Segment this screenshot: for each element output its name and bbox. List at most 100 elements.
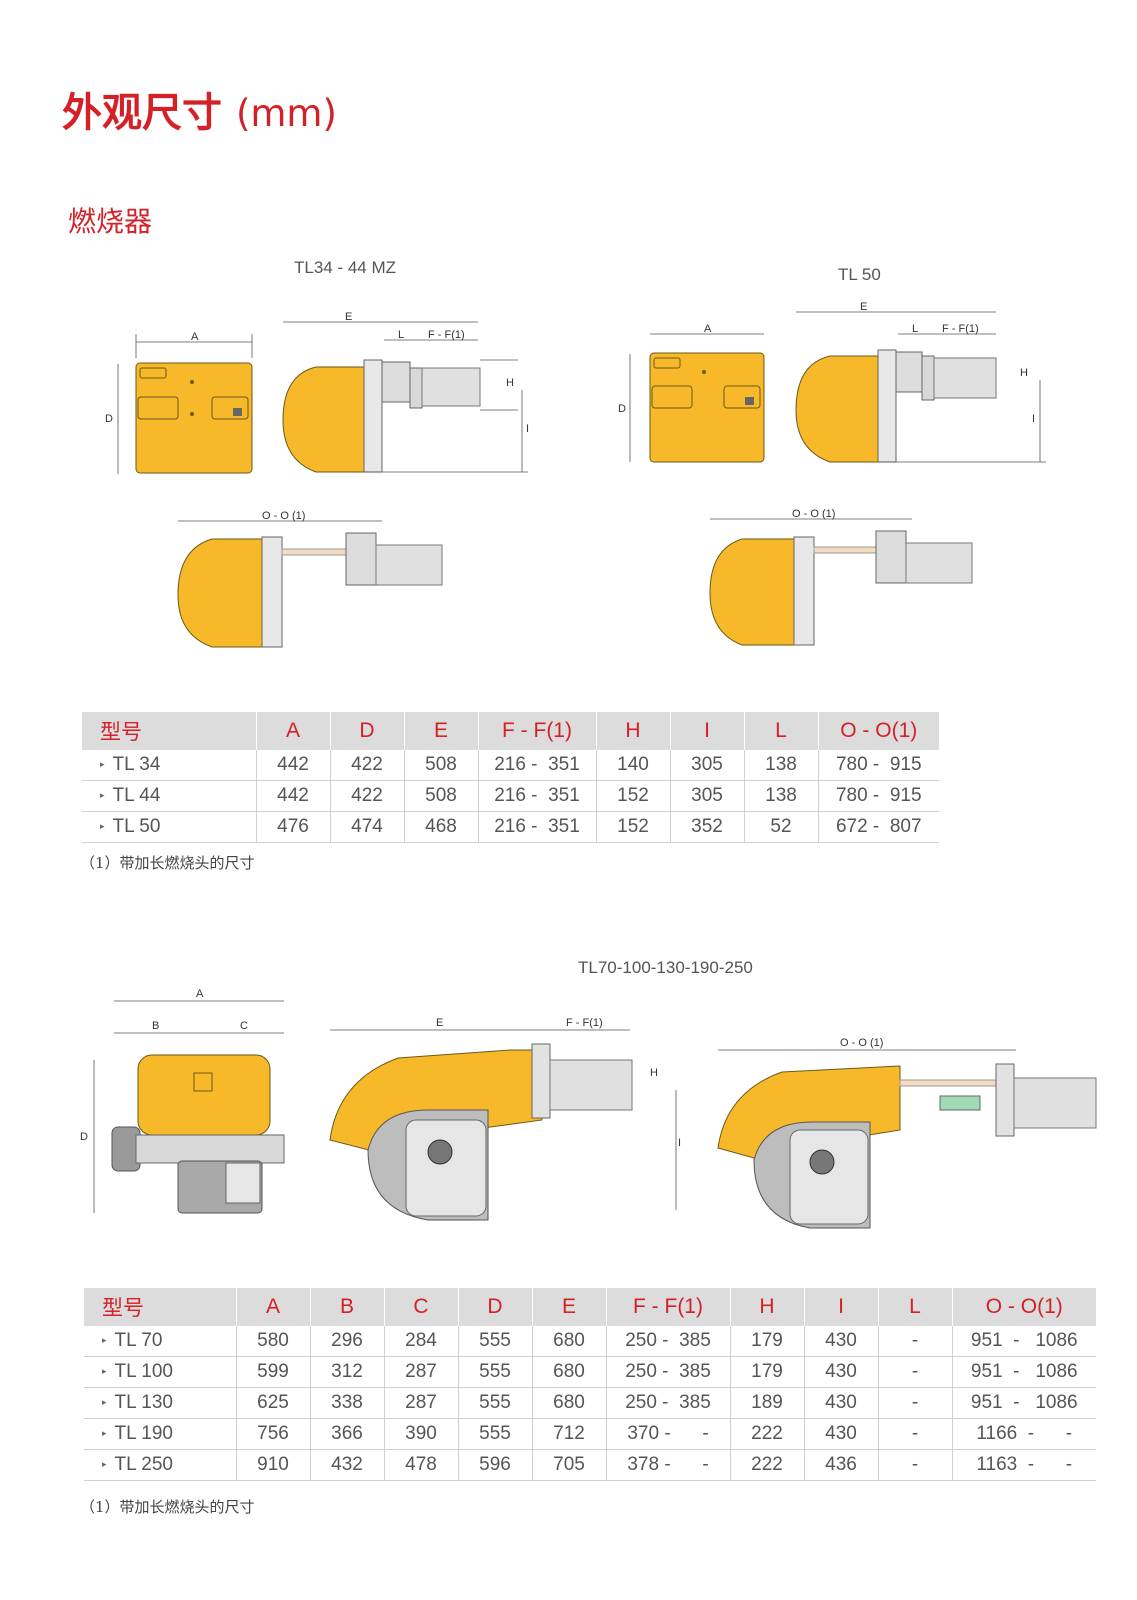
cell: - [878,1387,953,1419]
dim-label-d-tl50: D [618,403,626,415]
cell: 442 [256,780,331,812]
tl70-side-view-drawing: E F - F(1) H I [329,1017,681,1221]
bullet-triangle-icon: ▸ [102,1335,107,1346]
table-header-row: 型号 A D E F - F(1) H I L O - O(1) [82,712,939,750]
cell: 436 [804,1449,879,1481]
cell: - [878,1418,953,1450]
cell: 305 [670,780,745,812]
section-title: 燃烧器 [68,205,153,238]
dim-label-ff-tl50: F - F(1) [942,323,979,335]
cell: 910 [236,1449,311,1481]
cell: 422 [330,780,405,812]
header-model: 型号 [82,712,257,750]
cell: 138 [744,750,819,781]
header-l: L [744,712,819,750]
cell: 284 [384,1326,459,1357]
cell: - [878,1449,953,1481]
cell-model: ▸TL 250 [84,1449,237,1481]
cell: 216 - 351 [478,750,597,781]
cell: 756 [236,1418,311,1450]
cell: 250 - 385 [606,1326,731,1357]
dim-label-h: H [506,377,514,389]
header-b: B [310,1288,385,1326]
cell: 468 [404,811,479,843]
spec-table-tl34-50: 型号 A D E F - F(1) H I L O - O(1) ▸TL 34 … [82,712,939,843]
header-oo: O - O(1) [818,712,939,750]
cell-model: ▸TL 70 [84,1326,237,1357]
dim-label-i-tl70: I [678,1137,681,1149]
dim-label-a-tl50: A [704,323,712,335]
dim-label-d: D [105,413,113,425]
cell: 422 [330,750,405,781]
header-d: D [458,1288,533,1326]
header-ff: F - F(1) [478,712,597,750]
footnote-extended-head: （1）带加长燃烧头的尺寸 [80,854,255,872]
cell: 296 [310,1326,385,1357]
dim-label-b: B [152,1020,159,1032]
header-d: D [330,712,405,750]
cell: 189 [730,1387,805,1419]
dim-label-c: C [240,1020,248,1032]
cell: 555 [458,1356,533,1388]
page-title: 外观尺寸 (mm) [62,90,337,136]
page-title-unit: (mm) [235,92,337,135]
cell: 430 [804,1418,879,1450]
dim-label-oo: O - O (1) [262,510,305,522]
bullet-triangle-icon: ▸ [102,1428,107,1439]
cell: 216 - 351 [478,780,597,812]
cell: 216 - 351 [478,811,597,843]
dim-label-oo-tl70: O - O (1) [840,1037,883,1049]
cell: 580 [236,1326,311,1357]
header-i: I [804,1288,879,1326]
bullet-triangle-icon: ▸ [102,1366,107,1377]
cell: 138 [744,780,819,812]
bullet-triangle-icon: ▸ [100,821,105,832]
cell: 152 [596,811,671,843]
dim-label-e-tl70: E [436,1017,443,1029]
cell: 599 [236,1356,311,1388]
cell: 352 [670,811,745,843]
header-ff: F - F(1) [606,1288,731,1326]
dim-label-i: I [526,423,529,435]
cell-model: ▸TL 50 [82,811,257,843]
cell: - [878,1356,953,1388]
header-c: C [384,1288,459,1326]
header-i: I [670,712,745,750]
cell: 140 [596,750,671,781]
dim-label-d-tl70: D [80,1131,88,1143]
dim-label-a-tl70: A [196,988,204,1000]
cell: 680 [532,1387,607,1419]
bullet-triangle-icon: ▸ [100,790,105,801]
tl34-front-view-drawing: A D [105,331,253,474]
footnote-extended-head-2: （1）带加长燃烧头的尺寸 [80,1498,255,1516]
tl34-extended-head-drawing: O - O (1) [177,510,443,648]
header-a: A [236,1288,311,1326]
dim-label-l: L [398,329,404,341]
cell: 287 [384,1387,459,1419]
cell-model: ▸TL 190 [84,1418,237,1450]
cell: 222 [730,1449,805,1481]
cell: 680 [532,1356,607,1388]
bullet-triangle-icon: ▸ [102,1459,107,1470]
cell: 250 - 385 [606,1387,731,1419]
cell-model: ▸TL 100 [84,1356,237,1388]
cell: 179 [730,1356,805,1388]
cell: 179 [730,1326,805,1357]
dim-label-h-tl50: H [1020,367,1028,379]
cell: 712 [532,1418,607,1450]
cell: 951 - 1086 [952,1387,1096,1419]
cell: 555 [458,1418,533,1450]
figure-label-tl34-44: TL34 - 44 MZ [294,258,397,277]
header-e: E [532,1288,607,1326]
dim-label-oo-tl50: O - O (1) [792,508,835,520]
tl50-extended-head-drawing: O - O (1) [709,508,973,646]
cell: 508 [404,780,479,812]
dim-label-ff: F - F(1) [428,329,465,341]
cell: 430 [804,1387,879,1419]
cell: 780 - 915 [818,780,939,812]
cell: 555 [458,1387,533,1419]
cell: 366 [310,1418,385,1450]
